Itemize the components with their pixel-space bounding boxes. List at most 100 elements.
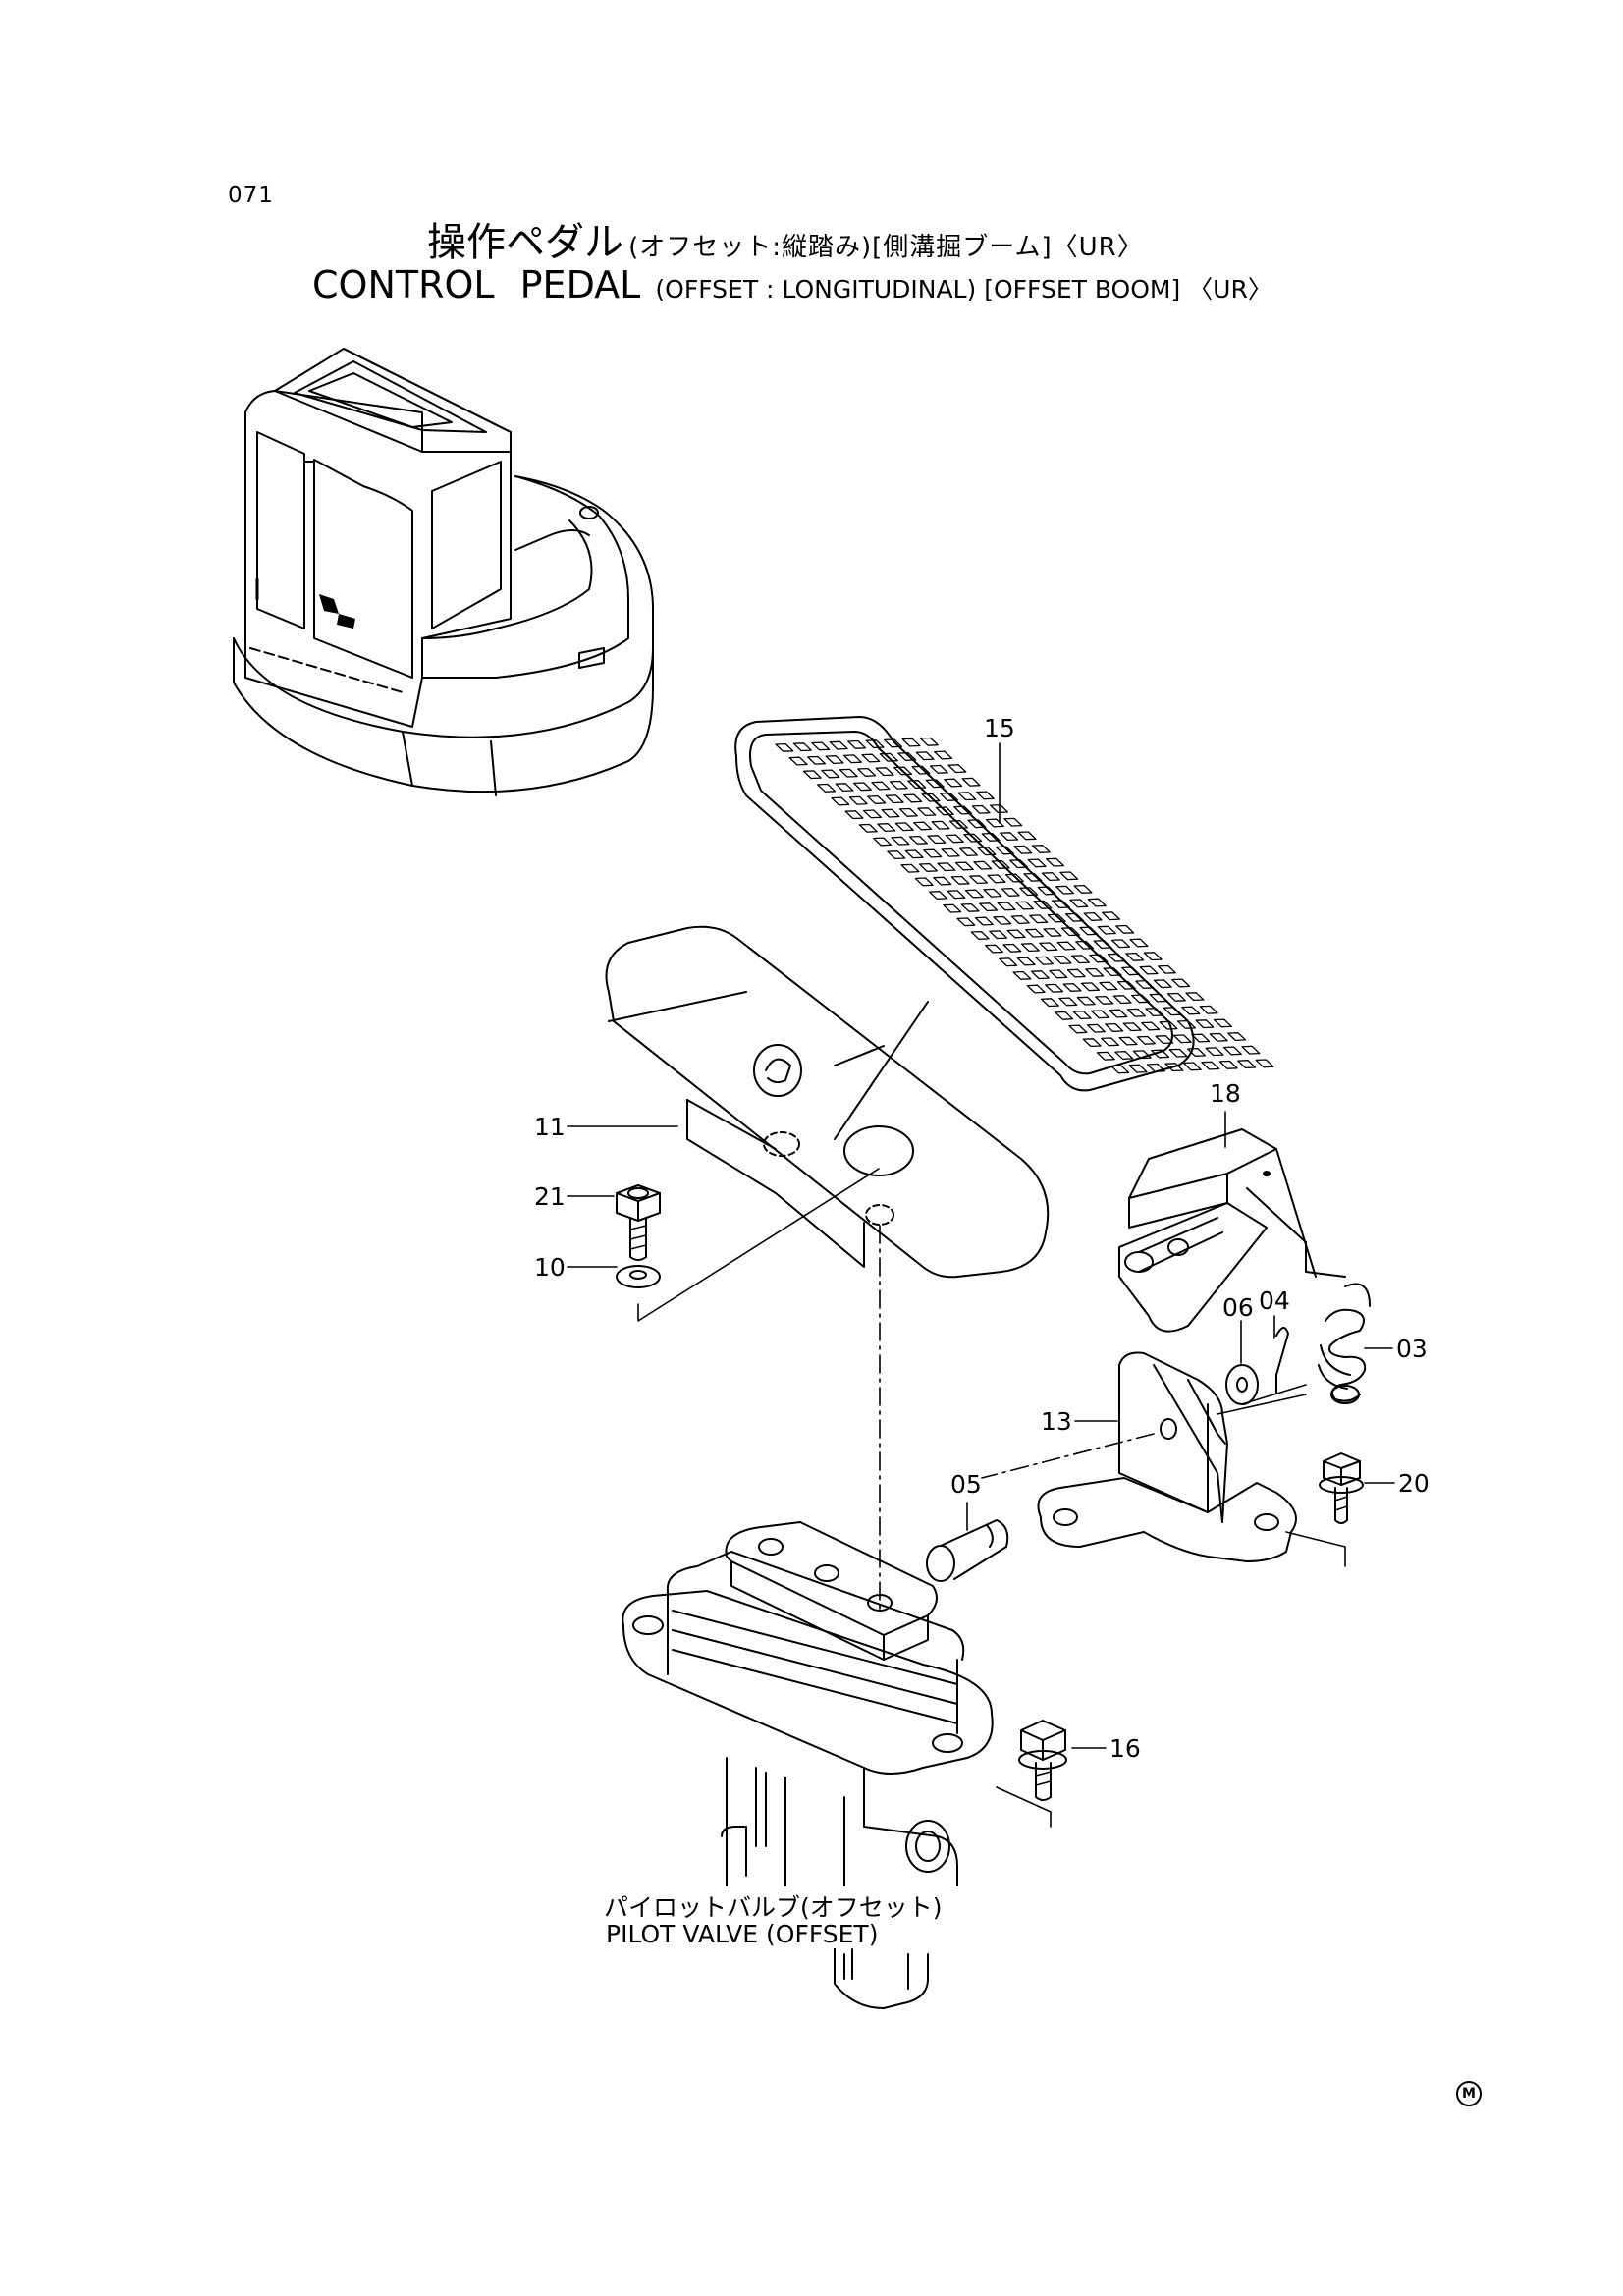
tread-cell xyxy=(944,778,963,788)
tread-cell xyxy=(1157,964,1176,974)
tread-cell xyxy=(997,902,1016,911)
tread-cell xyxy=(1099,981,1118,991)
tread-cell xyxy=(911,765,931,775)
tread-cell xyxy=(1112,995,1132,1005)
tread-cell xyxy=(985,818,1004,828)
tread-cell xyxy=(802,770,822,780)
tread-cell xyxy=(861,753,881,763)
tread-cell xyxy=(1151,1049,1170,1059)
tread-cell xyxy=(811,741,831,751)
tread-cell xyxy=(1039,942,1058,952)
tread-cell xyxy=(1001,887,1020,897)
tread-cell xyxy=(1019,887,1039,897)
tread-cell xyxy=(918,862,938,872)
tread-cell xyxy=(1101,911,1121,921)
tread-cell xyxy=(775,742,794,752)
tread-cell xyxy=(974,916,994,926)
tread-cell xyxy=(963,833,983,843)
tread-cell xyxy=(956,917,976,927)
tread-cell xyxy=(1006,929,1026,939)
tread-cell xyxy=(879,752,898,762)
tread-cell xyxy=(904,849,924,859)
tread-cell xyxy=(1013,845,1033,854)
pin-05 xyxy=(926,1519,1009,1582)
tread-cell xyxy=(1075,940,1095,950)
tread-cell xyxy=(1037,886,1056,896)
tread-cell xyxy=(1110,939,1131,949)
tread-cell xyxy=(1010,915,1030,925)
tread-cell xyxy=(943,903,962,913)
tread-cell xyxy=(1045,983,1064,993)
tread-cell xyxy=(1153,979,1172,989)
m-mark-symbol: M xyxy=(1456,2081,1482,2106)
callout-18: 18 xyxy=(1210,1079,1241,1108)
tread-cell xyxy=(858,823,878,833)
tread-cell xyxy=(970,930,990,940)
tread-cell xyxy=(1213,1018,1232,1028)
tread-cell xyxy=(1181,1006,1201,1015)
tread-cell xyxy=(1003,817,1023,827)
title-japanese: 操作ペダル (オフセット:縦踏み)[側溝掘ブーム]〈UR〉 xyxy=(427,210,1144,267)
tread-cell xyxy=(995,846,1014,855)
tread-cell xyxy=(1118,1036,1138,1046)
tread-cell xyxy=(1023,872,1043,882)
tread-cell xyxy=(1035,956,1055,965)
tread-cell xyxy=(948,820,969,829)
callout-04: 04 xyxy=(1259,1286,1290,1315)
tread-cell xyxy=(1131,994,1151,1004)
tread-cell xyxy=(898,807,918,817)
bolt-16 xyxy=(996,1720,1067,1828)
tread-cell xyxy=(1126,1008,1146,1017)
pilot-valve xyxy=(622,1521,994,2009)
callout-20: 20 xyxy=(1398,1469,1430,1498)
tread-cell xyxy=(964,889,984,899)
tread-cell xyxy=(1171,978,1191,988)
tread-cell xyxy=(1076,996,1096,1006)
tread-cell xyxy=(1125,952,1145,961)
tread-cell xyxy=(1073,884,1093,894)
tread-cell xyxy=(891,836,910,846)
callout-06: 06 xyxy=(1222,1293,1254,1322)
tread-cell xyxy=(1012,970,1032,980)
tread-cell xyxy=(889,780,908,790)
tread-cell xyxy=(937,862,956,872)
tread-cell xyxy=(919,737,939,746)
tread-cell xyxy=(842,754,862,764)
tread-cell xyxy=(960,902,980,912)
tread-cell xyxy=(1000,832,1019,842)
title-en-suffix: (OFFSET : LONGITUDINAL) [OFFSET BOOM] 〈U… xyxy=(655,275,1272,303)
tread-cell xyxy=(894,822,914,832)
tread-cell xyxy=(1237,1060,1257,1069)
tread-cell xyxy=(925,779,945,789)
tread-cell xyxy=(821,769,840,779)
bracket-18 xyxy=(1118,1128,1346,1333)
tread-cell xyxy=(875,767,894,777)
tread-cell xyxy=(1055,1011,1074,1020)
assembly-lines-pedal xyxy=(637,1168,881,1612)
tread-cell xyxy=(1182,1062,1202,1071)
tread-cell xyxy=(844,810,864,820)
tread-cell xyxy=(897,752,917,761)
tread-cell xyxy=(977,847,997,856)
tread-cell xyxy=(1218,1060,1238,1069)
tread-cell xyxy=(807,755,827,765)
tread-cell xyxy=(1066,968,1086,978)
tread-cell xyxy=(915,751,935,761)
tread-cell xyxy=(967,819,987,829)
tread-cell xyxy=(921,793,941,802)
tread-cell xyxy=(1025,928,1045,938)
tread-cell xyxy=(1062,983,1082,992)
tread-cell xyxy=(1017,831,1037,841)
pedal-plate xyxy=(605,925,1050,1279)
tread-cell xyxy=(913,821,933,831)
tread-cell xyxy=(1166,992,1186,1002)
tread-cell xyxy=(1086,1023,1106,1033)
page-number: 071 xyxy=(228,183,274,208)
callout-labels: 15 18 11 21 10 06 04 03 13 05 20 16 xyxy=(534,714,1430,1763)
tread-cell xyxy=(831,796,850,806)
tread-cell xyxy=(817,783,837,793)
tread-cell xyxy=(792,742,812,752)
tread-cell xyxy=(877,823,896,833)
pilot-valve-caption-en: PILOT VALVE (OFFSET) xyxy=(603,1920,882,1948)
